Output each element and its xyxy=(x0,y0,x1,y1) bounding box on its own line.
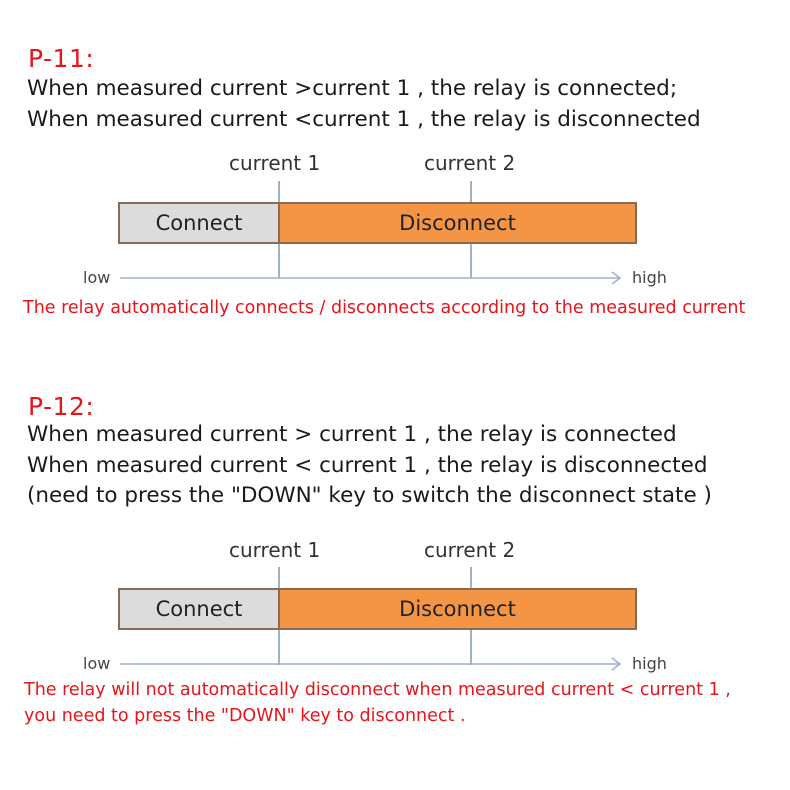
p12-high-label: high xyxy=(632,654,667,673)
p12-disconnect-box: Disconnect xyxy=(280,588,637,630)
p11-line-2: When measured current <current 1 , the r… xyxy=(27,107,701,132)
p12-disconnect-label: Disconnect xyxy=(399,597,516,621)
p12-connect-box: Connect xyxy=(118,588,280,630)
p12-current2-label: current 2 xyxy=(424,538,516,562)
p12-current1-label: current 1 xyxy=(229,538,321,562)
p11-connect-label: Connect xyxy=(155,211,243,235)
p12-axis-arrow xyxy=(120,657,622,671)
p12-line-2: When measured current < current 1 , the … xyxy=(27,453,708,478)
p12-note-line-1: The relay will not automatically disconn… xyxy=(24,680,731,700)
p11-current2-label: current 2 xyxy=(424,151,516,175)
p11-connect-box: Connect xyxy=(118,202,280,244)
p12-title: P-12: xyxy=(28,392,95,421)
p11-axis-arrow xyxy=(120,271,622,285)
p12-note-line-2: you need to press the "DOWN" key to disc… xyxy=(24,706,466,726)
p12-line-3: (need to press the "DOWN" key to switch … xyxy=(27,483,712,508)
p11-note: The relay automatically connects / disco… xyxy=(23,298,746,318)
p11-high-label: high xyxy=(632,268,667,287)
p12-low-label: low xyxy=(83,654,111,673)
p11-disconnect-label: Disconnect xyxy=(399,211,516,235)
p11-current1-label: current 1 xyxy=(229,151,321,175)
p12-connect-label: Connect xyxy=(155,597,243,621)
p11-line-1: When measured current >current 1 , the r… xyxy=(27,76,678,101)
p11-disconnect-box: Disconnect xyxy=(280,202,637,244)
p11-title: P-11: xyxy=(28,44,95,73)
p11-low-label: low xyxy=(83,268,111,287)
p12-line-1: When measured current > current 1 , the … xyxy=(27,422,677,447)
